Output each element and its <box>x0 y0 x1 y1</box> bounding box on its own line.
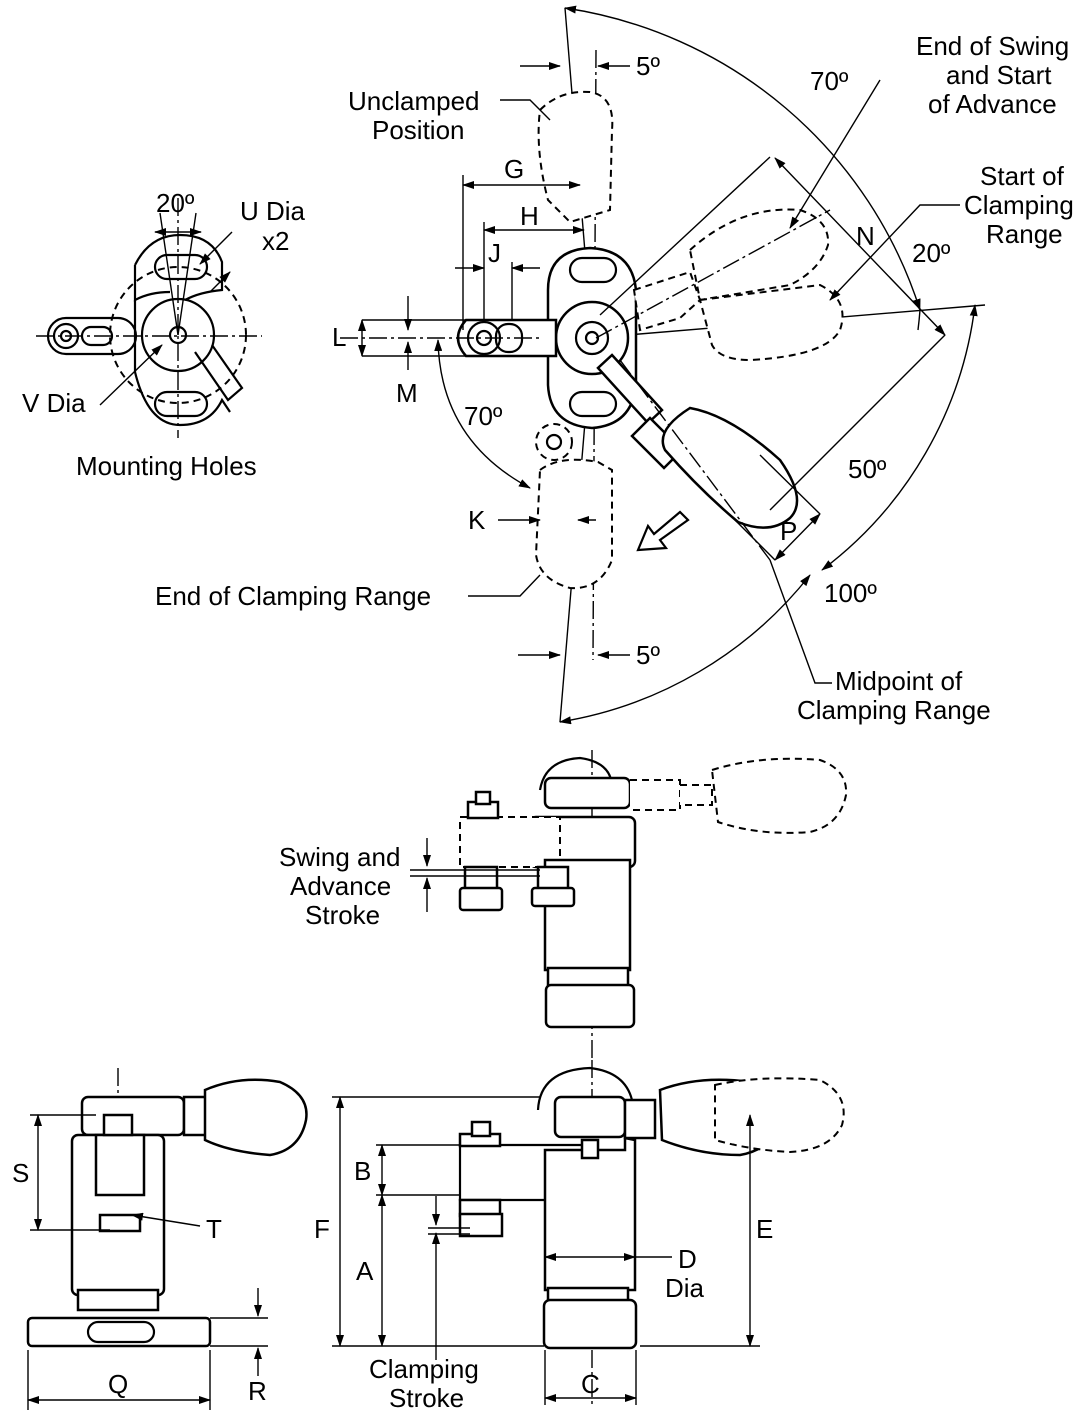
dim-r: R <box>248 1376 267 1406</box>
unclamped-label-2: Position <box>372 115 465 145</box>
bottom-right-view <box>332 1060 845 1405</box>
swing-label-1: Swing and <box>279 842 400 872</box>
dim-j: J <box>488 238 501 268</box>
start-clamp-label-2: Clamping <box>964 190 1074 220</box>
dim-a: A <box>356 1256 374 1286</box>
midpoint-label-2: Clamping Range <box>797 695 991 725</box>
mounting-holes-view <box>36 198 262 438</box>
dim-m: M <box>396 378 418 408</box>
angle-70-left: 70º <box>464 401 503 431</box>
angle-20-right: 20º <box>912 238 951 268</box>
middle-side-view <box>410 750 848 1060</box>
clamping-stroke-label-2: Stroke <box>389 1383 464 1413</box>
dim-b: B <box>354 1156 371 1186</box>
start-clamp-label-1: Start of <box>980 161 1065 191</box>
dim-s: S <box>12 1158 29 1188</box>
dim-g: G <box>504 154 524 184</box>
dim-d-dia: Dia <box>665 1273 705 1303</box>
dim-p: P <box>780 516 797 546</box>
dim-q: Q <box>108 1369 128 1399</box>
angle-100: 100º <box>824 578 877 608</box>
bottom-left-view <box>26 1068 308 1410</box>
end-swing-label-2: and Start <box>946 60 1052 90</box>
angle-5-bottom: 5º <box>636 640 660 670</box>
dim-d: D <box>678 1244 697 1274</box>
angle-5-top: 5º <box>636 51 660 81</box>
start-clamp-label-3: Range <box>986 219 1063 249</box>
dim-h: H <box>520 201 539 231</box>
end-swing-label-3: of Advance <box>928 89 1057 119</box>
dim-e: E <box>756 1214 773 1244</box>
end-clamp-label: End of Clamping Range <box>155 581 431 611</box>
dim-n: N <box>856 221 875 251</box>
v-dia-label: V Dia <box>22 388 86 418</box>
dim-k: K <box>468 505 486 535</box>
dim-t: T <box>206 1214 222 1244</box>
angle-70-top: 70º <box>810 66 849 96</box>
u-count-label: x2 <box>262 226 289 256</box>
dim-f: F <box>314 1214 330 1244</box>
mount-angle-label: 20º <box>156 188 195 218</box>
u-dia-label: U Dia <box>240 196 306 226</box>
dim-l: L <box>332 322 346 352</box>
midpoint-label-1: Midpoint of <box>835 666 963 696</box>
dim-c: C <box>581 1369 600 1399</box>
clamping-stroke-label-1: Clamping <box>369 1354 479 1384</box>
end-swing-label-1: End of Swing <box>916 31 1069 61</box>
unclamped-label-1: Unclamped <box>348 86 480 116</box>
swing-label-3: Stroke <box>305 900 380 930</box>
angle-50: 50º <box>848 454 887 484</box>
swing-label-2: Advance <box>290 871 391 901</box>
mounting-holes-title: Mounting Holes <box>76 451 257 481</box>
top-view <box>340 5 986 725</box>
